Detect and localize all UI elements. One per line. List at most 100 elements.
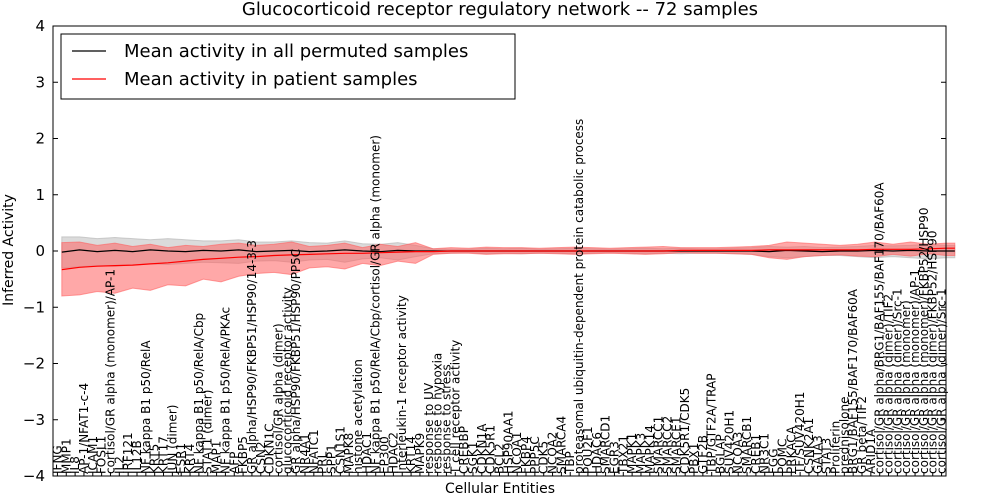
category-label: POU2F1 xyxy=(581,426,595,474)
category-label: TBX21 xyxy=(616,435,630,475)
y-tick-label: −2 xyxy=(23,355,45,373)
category-label: CDK5 xyxy=(537,441,551,474)
category-label: NR4A1 xyxy=(298,433,312,474)
category-label: proteasomal ubiquitin-dependent protein … xyxy=(572,119,586,474)
category-label: cortisol/GR alpha (dimer)/Src-1 xyxy=(935,288,949,474)
category-label: MAPK8 xyxy=(342,433,356,474)
category-label: GR alpha/HSP90/FKBP51/HSP90/PP5C xyxy=(289,249,303,474)
category-label: KRT14 xyxy=(404,436,418,474)
category-label: JUN (dimer) xyxy=(165,405,179,475)
y-axis-label: Inferred Activity xyxy=(1,194,17,306)
category-label: EP300 xyxy=(378,436,392,474)
category-label: CDKN1C xyxy=(263,424,277,474)
category-label: T cell receptor activity xyxy=(448,340,462,475)
y-tick-label: 0 xyxy=(35,242,45,260)
confidence-bands xyxy=(61,236,956,297)
category-label: SMARCA4 xyxy=(554,416,568,474)
category-label: NF kappa B1 p50/RelA/Cbp xyxy=(192,313,206,474)
category-label: histone acetylation xyxy=(351,359,365,474)
category-label: NF kappa B1 p50/RelA/PKAc xyxy=(218,307,232,474)
category-label: SGK1 xyxy=(466,442,480,474)
category-label: STAT3 xyxy=(820,438,834,474)
category-label: FKBP5 xyxy=(236,436,250,474)
category-label: Interleukin-1 receptor activity xyxy=(395,295,409,474)
category-label: NCOA3 xyxy=(731,432,745,474)
category-label: cortisol/GR alpha (dimer)/FKBP52/HSP90 xyxy=(926,231,940,474)
category-label: FGG xyxy=(767,449,781,475)
category-label: HSP90AA1 xyxy=(501,410,515,474)
series-lines xyxy=(61,247,955,271)
category-label: SMARCD1 xyxy=(599,415,613,474)
category-label: BRG1/BAF155/BAF170/BAF60A xyxy=(846,288,860,474)
category-label: KRT17 xyxy=(157,436,171,474)
category-label: SMARCC2 xyxy=(661,416,675,474)
category-label: BCL2 xyxy=(493,443,507,474)
category-label: MAPK9 xyxy=(413,433,427,474)
category-label: CSN1S1 xyxy=(333,426,347,474)
category-label: CREBBP xyxy=(457,426,471,474)
category-label: MAPK14 xyxy=(643,425,657,474)
category-label: GATA3 xyxy=(811,435,825,474)
category-label: BGLAP xyxy=(714,434,728,474)
category-label: MAPK1 xyxy=(625,433,639,474)
category-label: CDK5R1/CDK5 xyxy=(678,388,692,474)
category-label: response to hypoxia xyxy=(431,353,445,474)
category-label: CSNK2A1 xyxy=(802,418,816,474)
category-label: IRF121 xyxy=(121,432,135,474)
legend: Mean activity in all permuted samples Me… xyxy=(60,33,516,100)
category-label: KRT5 xyxy=(148,444,162,474)
category-label: CDK5R1 xyxy=(484,425,498,474)
legend-label-permuted: Mean activity in all permuted samples xyxy=(124,41,468,62)
category-label: cortisol/GR alpha (monomer)/AP-1 xyxy=(104,269,118,474)
category-labels: IFNGMMP1IL8AP-1/NFAT1-c-4ICAM1FOSL1corti… xyxy=(50,119,949,476)
category-label: NCOA1 xyxy=(510,432,524,474)
category-label: TBP/GTF2A/TRAP xyxy=(705,374,719,475)
category-label: SUV420H1 xyxy=(722,410,736,474)
category-label: EGR3 xyxy=(607,441,621,474)
category-label: CSN2 xyxy=(254,441,268,474)
category-label: CREB1 xyxy=(749,434,763,474)
category-label: SMARCE1 xyxy=(669,416,683,474)
patient-mean-line xyxy=(61,247,955,271)
legend-label-patient: Mean activity in patient samples xyxy=(124,69,418,90)
category-label: PBX1 xyxy=(687,443,701,474)
category-label: ESR1 xyxy=(174,443,188,474)
category-label: SMARCB1 xyxy=(740,416,754,474)
legend-frame xyxy=(60,33,516,100)
category-label: cortisol/GR alpha (monomer)/AP-1 xyxy=(908,269,922,474)
category-label: FOSL1 xyxy=(95,436,109,474)
category-label: KRT4 xyxy=(183,444,197,474)
category-label: TBP xyxy=(563,451,577,475)
y-tick-label: −1 xyxy=(23,298,45,316)
category-label: PPP5C xyxy=(528,436,542,474)
category-label: NR3C1 xyxy=(758,433,772,474)
category-label: glucocorticoid receptor activity xyxy=(280,287,294,474)
category-label: HDAC2 xyxy=(386,432,400,474)
category-label: ICAM1 xyxy=(86,436,100,474)
category-label: NFATC1 xyxy=(307,429,321,474)
y-tick-label: 3 xyxy=(35,73,45,91)
category-label: prednisolone xyxy=(837,397,851,474)
category-label: MAPK3 xyxy=(634,433,648,474)
category-label: cortisol/GR alpha (monomer)/FKBP52/HSP90 xyxy=(917,207,931,474)
category-label: MAP1 xyxy=(210,441,224,474)
category-label: SMARCC1 xyxy=(652,416,666,474)
category-label: IL8 xyxy=(68,456,82,474)
category-label: GTF2B xyxy=(696,435,710,474)
y-tick-label: 2 xyxy=(35,130,45,148)
category-label: STAT1 (dimer) xyxy=(201,390,215,474)
category-label: MMP1 xyxy=(59,438,73,474)
category-label: cortisol/GR alpha (dimer)/TIF2 xyxy=(882,294,896,474)
y-tick-label: 1 xyxy=(35,186,45,204)
y-tick-label: −3 xyxy=(23,411,45,429)
category-label: AFP xyxy=(227,452,241,474)
category-label: cortisol/GR alpha/BRG1/BAF155/BAF170/BAF… xyxy=(873,182,887,474)
category-label: IL12B xyxy=(130,440,144,474)
category-label: response to UV xyxy=(422,382,436,474)
category-label: SPP1 xyxy=(325,444,339,474)
category-label: NCOA2 xyxy=(546,432,560,474)
x-axis-label: Cellular Entities xyxy=(445,481,555,497)
